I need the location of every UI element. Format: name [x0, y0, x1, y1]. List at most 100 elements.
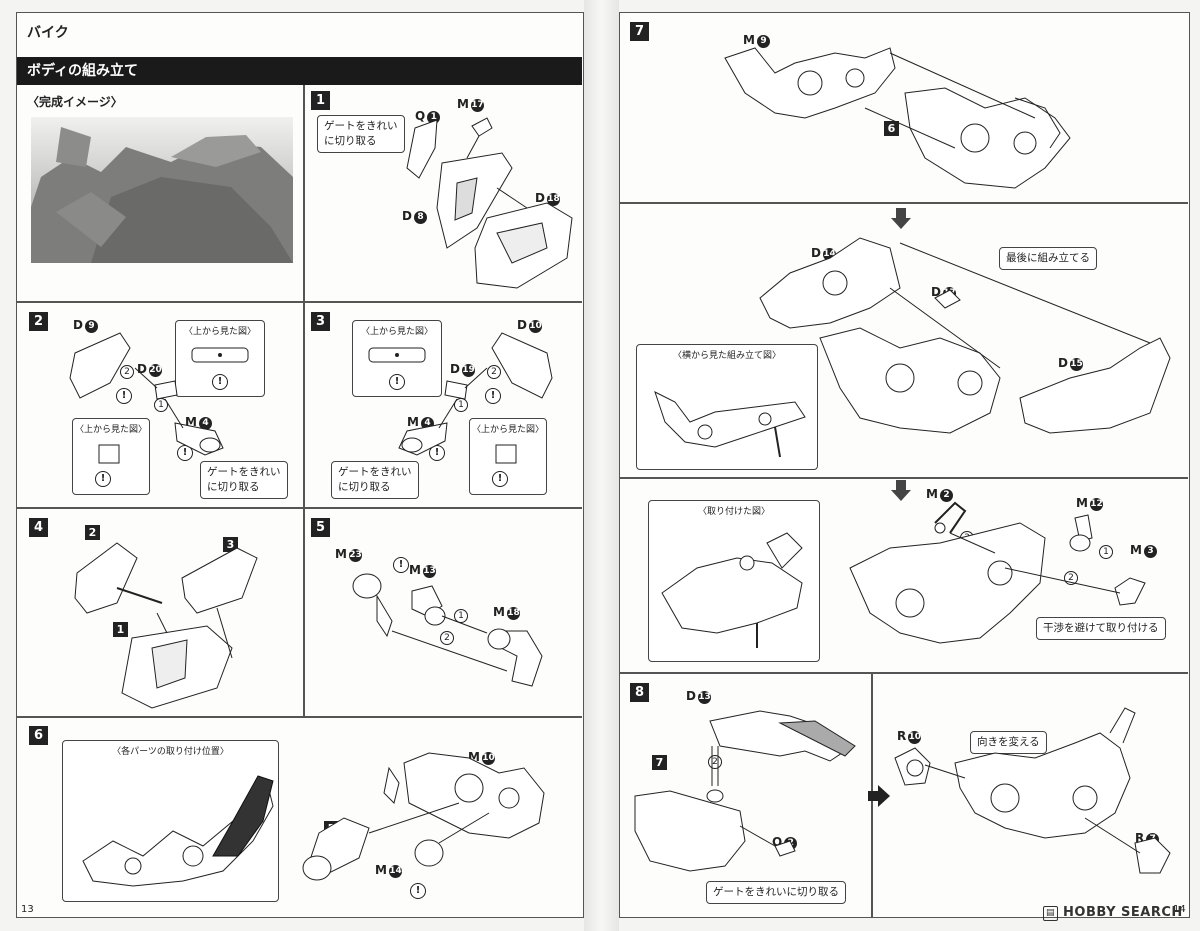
- gate-callout: ゲートをきれい に切り取る: [317, 115, 405, 153]
- top-view-inset: 〈上から見た図〉 !: [72, 418, 150, 495]
- inset-drawing: [98, 444, 120, 464]
- step-ref: 7: [652, 755, 667, 770]
- sequence-marker: 2: [120, 365, 134, 379]
- gate-callout: ゲートをきれい に切り取る: [331, 461, 419, 499]
- step-number: 3: [311, 312, 330, 331]
- watermark-icon: ▤: [1043, 906, 1058, 921]
- inset-title: 〈上から見た図〉: [183, 327, 256, 337]
- step-ref: 1: [113, 622, 128, 637]
- divider: [620, 672, 1188, 674]
- divider: [17, 507, 582, 509]
- sequence-marker: 1: [454, 609, 468, 623]
- inset-drawing: [654, 391, 806, 458]
- section-label: バイク: [27, 25, 69, 41]
- caution-icon: !: [95, 471, 111, 487]
- gate-callout: ゲートをきれいに切り取る: [706, 881, 846, 904]
- step-ref: 6: [884, 121, 899, 136]
- inset-drawing: [82, 775, 274, 887]
- heading-bar: ボディの組み立て: [17, 57, 582, 85]
- caution-icon: !: [212, 374, 228, 390]
- divider: [17, 301, 582, 303]
- step-number: 6: [29, 726, 48, 745]
- step-number: 8: [630, 683, 649, 702]
- inset-title: 〈横から見た組み立て図〉: [672, 351, 781, 361]
- arrow-down-icon: [891, 480, 911, 501]
- step7-parts-drawing-b: [759, 237, 1171, 434]
- attached-view-inset: 〈取り付けた図〉: [648, 500, 820, 662]
- page-gutter: [584, 0, 619, 931]
- step8-result-drawing: [894, 707, 1171, 874]
- step-number: 4: [29, 518, 48, 537]
- watermark-logo: ▤ HOBBY SEARCH: [1043, 905, 1183, 921]
- gate-callout: ゲートをきれい に切り取る: [200, 461, 288, 499]
- inset-title: 〈上から見た図〉: [360, 327, 433, 337]
- inset-drawing: [191, 347, 249, 363]
- step5-parts-drawing: [352, 573, 543, 687]
- assemble-last-callout: 最後に組み立てる: [999, 247, 1097, 270]
- bike-silhouette: [31, 127, 293, 263]
- divider: [17, 716, 582, 718]
- step-ref: 3: [223, 537, 238, 552]
- completion-title: 〈完成イメージ〉: [27, 95, 123, 109]
- attachment-position-inset: 〈各パーツの取り付け位置〉: [62, 740, 279, 902]
- step-number: 1: [311, 91, 330, 110]
- inset-title: 〈取り付けた図〉: [697, 507, 770, 517]
- sequence-marker: 2: [440, 631, 454, 645]
- page-number: 14: [1173, 904, 1186, 915]
- step-ref: 2: [85, 525, 100, 540]
- divider: [620, 202, 1188, 204]
- inset-drawing: [495, 444, 517, 464]
- divider: [620, 477, 1188, 479]
- caution-icon: !: [393, 557, 409, 573]
- step2-parts-drawing: [69, 332, 224, 456]
- step7-parts-drawing-c: [849, 501, 1146, 644]
- caution-icon: !: [116, 388, 132, 404]
- step3-parts-drawing: [398, 332, 553, 456]
- top-view-inset: 〈上から見た図〉 !: [175, 320, 265, 397]
- inset-drawing: [661, 532, 803, 648]
- step1-parts-drawing: [406, 117, 573, 289]
- step7-parts-drawing-a: [724, 47, 1071, 189]
- inset-title: 〈各パーツの取り付け位置〉: [112, 747, 229, 757]
- sequence-marker: 1: [1099, 545, 1113, 559]
- turn-direction-callout: 向きを変える: [970, 731, 1047, 754]
- top-view-inset: 〈上から見た図〉 !: [352, 320, 442, 397]
- step8-parts-drawing: [634, 710, 856, 872]
- watermark-text: HOBBY SEARCH: [1063, 905, 1183, 920]
- caution-icon: !: [492, 471, 508, 487]
- inset-drawing: [368, 347, 426, 363]
- top-view-inset: 〈上から見た図〉 !: [469, 418, 547, 495]
- caution-icon: !: [485, 388, 501, 404]
- step4-assembly-drawing: [74, 542, 258, 709]
- step-number: 2: [29, 312, 48, 331]
- inset-title: 〈上から見た図〉: [471, 425, 544, 435]
- caution-icon: !: [389, 374, 405, 390]
- step-number: 5: [311, 518, 330, 537]
- sequence-marker: 2: [487, 365, 501, 379]
- inset-title: 〈上から見た図〉: [74, 425, 147, 435]
- step-number: 7: [630, 22, 649, 41]
- arrow-down-icon: [891, 208, 911, 229]
- arrow-right-icon: [868, 785, 890, 807]
- right-page: 7 M9 6 D14 D17 D15 最後に組み立てる 〈横から見た組み立て図〉: [619, 12, 1190, 918]
- step6-parts-drawing: [302, 752, 545, 881]
- completion-photo: [31, 117, 293, 263]
